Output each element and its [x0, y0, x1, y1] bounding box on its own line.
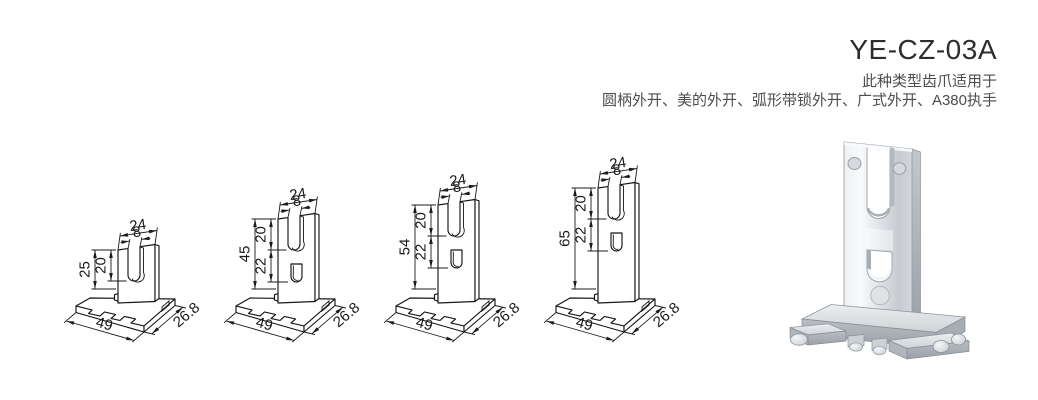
dim-lower-span: 22 — [573, 227, 590, 244]
dim-top-width: 24 — [128, 216, 147, 235]
dim-lower-span: 22 — [413, 244, 430, 261]
right-peg-2 — [951, 333, 966, 346]
base-right-slot — [481, 300, 490, 312]
dim-slot-depth: 20 — [253, 226, 270, 243]
base-right-slot — [321, 300, 330, 312]
slot-inner-contour — [291, 215, 305, 252]
dim-overall-height: 54 — [397, 239, 414, 256]
dim-slot-width: 8 — [451, 178, 462, 196]
dim-top-width: 24 — [448, 171, 467, 190]
screw-hole-left — [847, 157, 862, 170]
product-photo — [788, 133, 998, 373]
dim-base-width: 49 — [94, 314, 115, 335]
dim-base-width: 49 — [414, 314, 435, 335]
dim-overall-height: 45 — [237, 246, 254, 263]
dimple-circle — [870, 285, 890, 306]
plate-outline — [277, 212, 316, 304]
lower-hole — [450, 249, 463, 269]
dim-base-width: 49 — [574, 314, 595, 335]
dim-slot-width: 8 — [611, 161, 622, 179]
dim-lower-span: 22 — [253, 258, 270, 275]
dim-overall-height: 25 — [77, 261, 94, 278]
plate-outline — [117, 243, 156, 304]
base-right-slot — [641, 300, 650, 312]
fork-slot-bottom-shade — [866, 207, 891, 217]
slot-inner-contour — [451, 201, 465, 238]
plate-side-face — [474, 198, 480, 303]
product-subtitle-line1: 此种类型齿爪适用于 — [861, 73, 997, 90]
dim-overall-height: 65 — [557, 230, 574, 247]
product-photo-svg — [789, 141, 971, 360]
dim-top-width: 24 — [288, 185, 307, 204]
screw-hole-right — [892, 162, 907, 175]
lower-hole — [610, 232, 623, 252]
product-model-title: YE-CZ-03A — [849, 34, 997, 65]
bracket-plate — [843, 141, 921, 330]
fork-slot-inner-wall — [890, 147, 895, 207]
slot-inner-contour — [611, 184, 625, 221]
dim-slot-width: 8 — [131, 223, 142, 241]
dim-slot-depth: 20 — [413, 212, 430, 229]
left-peg — [790, 333, 808, 346]
plate-side-face — [154, 243, 160, 303]
right-peg-1 — [932, 340, 950, 353]
dim-top-width: 24 — [608, 154, 627, 173]
product-header: YE-CZ-03A 此种类型齿爪适用于 圆柄外开、美的外开、弧形带锁外开、广式外… — [602, 34, 997, 110]
middle-hole-inner-wall — [867, 250, 871, 270]
dim-slot-depth: 20 — [573, 195, 590, 212]
dim-slot-width: 8 — [291, 192, 302, 210]
slot-inner-contour — [131, 246, 145, 283]
product-subtitle-line2: 圆柄外开、美的外开、弧形带锁外开、广式外开、A380执手 — [601, 91, 997, 109]
plate-side-face — [314, 212, 320, 303]
plate-side-face — [634, 181, 640, 303]
lower-hole — [290, 263, 303, 283]
base-right-slot — [161, 300, 170, 312]
dim-base-width: 49 — [254, 314, 275, 335]
dim-slot-depth: 20 — [93, 257, 110, 274]
bracket-base — [789, 304, 971, 360]
